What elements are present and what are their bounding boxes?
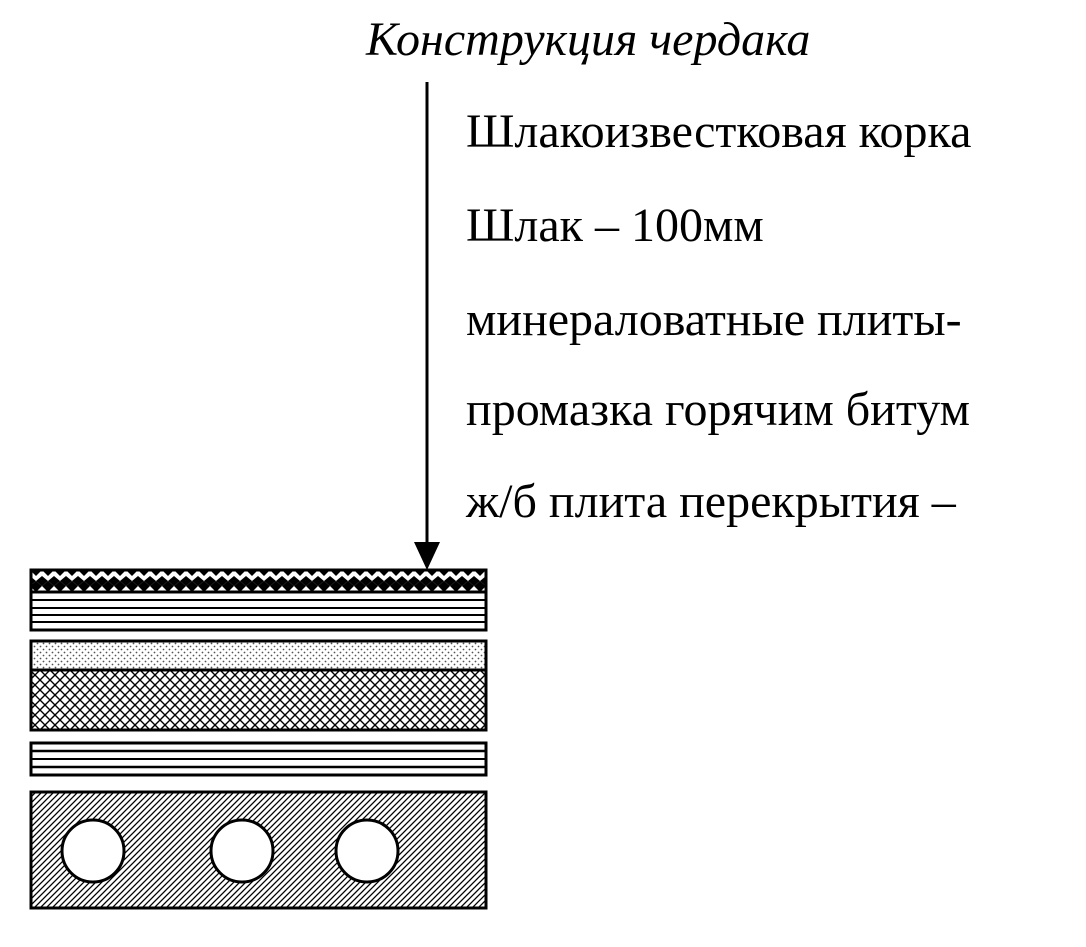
layer-label-hot-bitumen-coating: промазка горячим битум	[466, 383, 970, 436]
leader-arrow	[414, 82, 440, 570]
layer-label-slag-lime-crust: Шлакоизвестковая корка	[466, 105, 972, 158]
layer-mineral-wool	[29, 668, 488, 732]
layer-label-rc-floor-slab: ж/б плита перекрытия –	[466, 475, 956, 528]
layer-dotted-fill	[29, 639, 488, 672]
slab-void-1	[60, 818, 126, 884]
slab-void-3	[334, 818, 400, 884]
layer-slag-lime-crust	[29, 568, 488, 594]
diagram-title: Конструкция чердака	[366, 13, 811, 66]
slab-void-2	[209, 818, 275, 884]
layer-label-mineral-wool-slabs: минераловатные плиты-	[466, 293, 962, 346]
arrowhead-icon	[414, 542, 440, 570]
layer-slag	[29, 590, 488, 632]
layer-hollow-core-slab	[29, 790, 488, 910]
layer-label-slag: Шлак – 100мм	[466, 199, 764, 252]
layer-bitumen-coating	[29, 741, 488, 777]
